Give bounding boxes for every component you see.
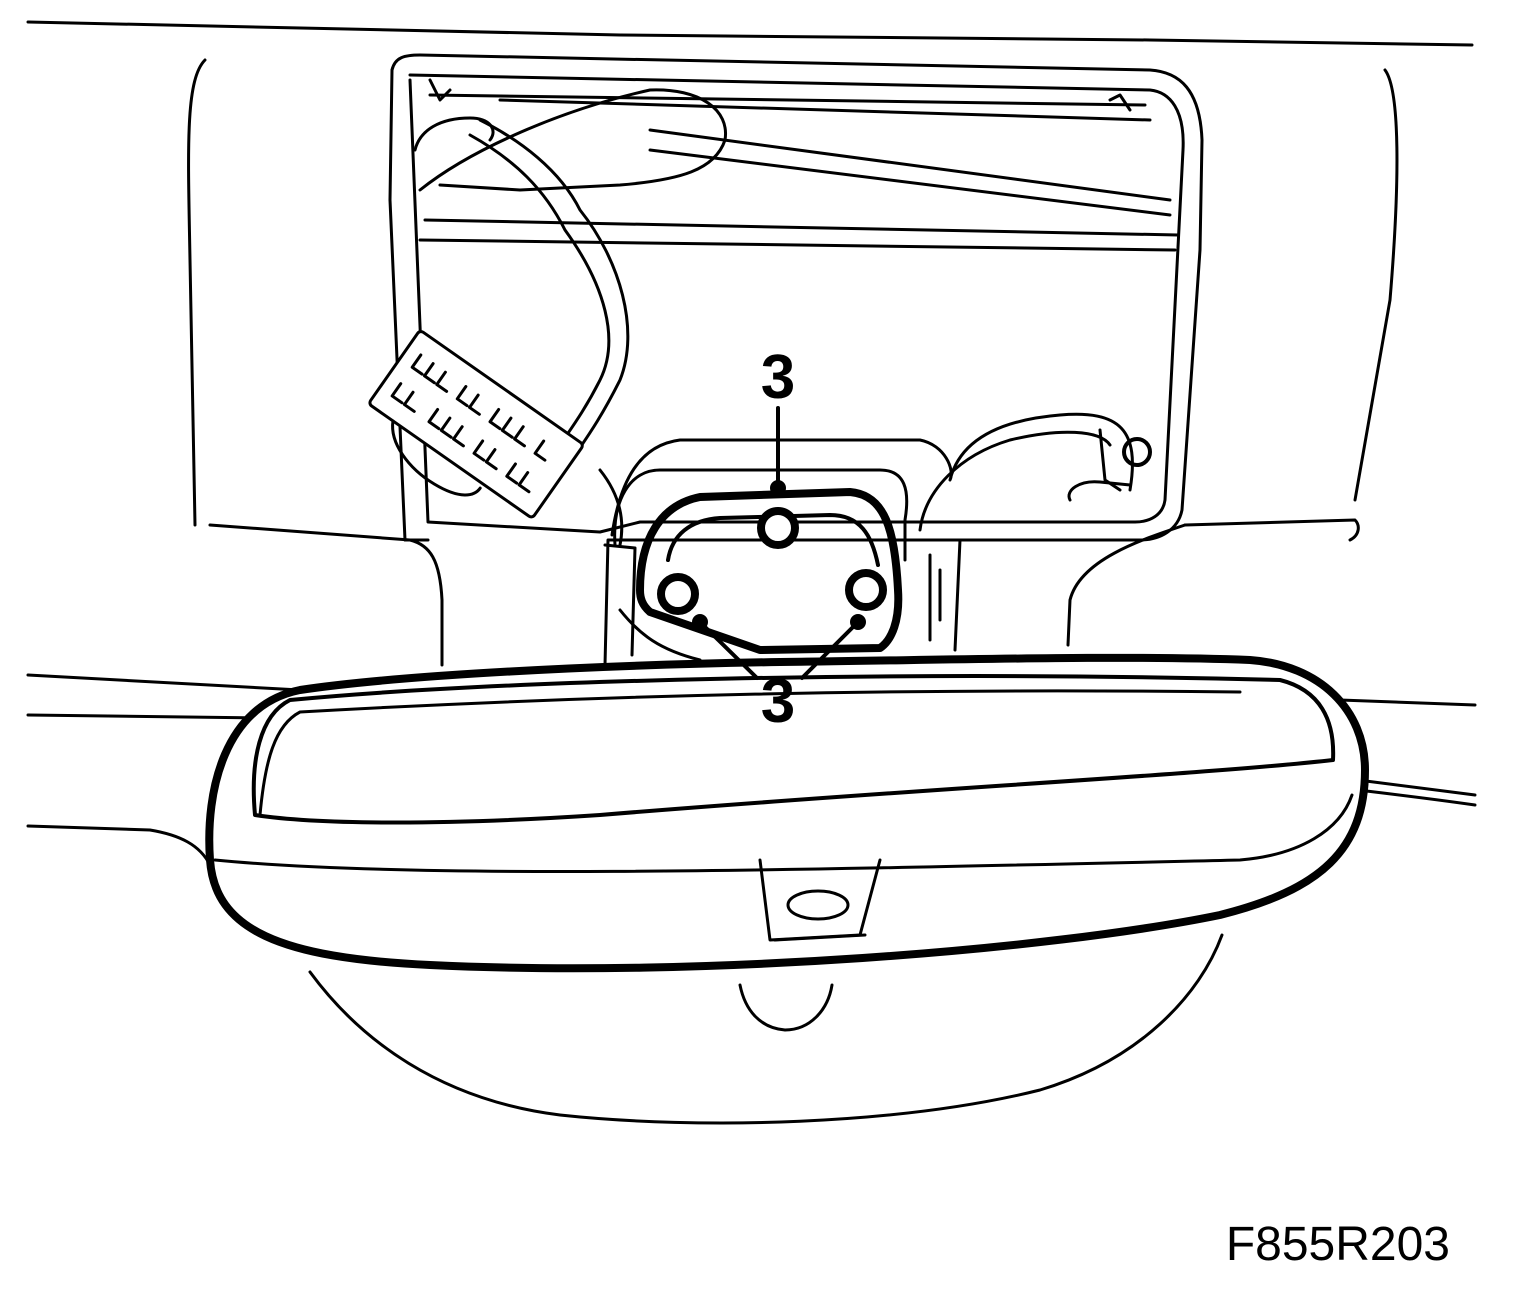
figure-id: F855R203 (1225, 1218, 1450, 1271)
callout-top: 3 (761, 343, 795, 496)
screw-right (845, 569, 887, 611)
mirror-stem (758, 858, 882, 942)
callout-bottom: 3 (692, 614, 866, 736)
console-frame (388, 53, 1204, 667)
windshield-top-edge (26, 20, 1474, 47)
frame-rails (418, 93, 1180, 252)
rear-view-mirror (205, 653, 1369, 973)
mount-base (603, 412, 1152, 662)
callout-label-bottom: 3 (761, 667, 795, 736)
wiring-harness (413, 88, 728, 547)
mirror-base-plate (636, 488, 903, 654)
screw-left (657, 573, 699, 615)
screw-top (757, 507, 799, 549)
lower-body (308, 933, 1224, 1125)
connector-block (368, 330, 584, 519)
callout-label-top: 3 (761, 343, 795, 412)
